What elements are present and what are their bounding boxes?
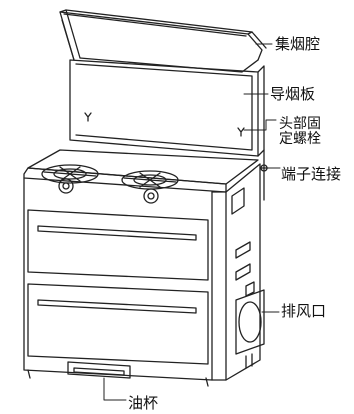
- knob-left-icon: [58, 178, 74, 194]
- head-screw-left-icon: [84, 112, 92, 122]
- head-screw-label-line1: 头部固: [279, 116, 321, 132]
- smoke-guide-label: 导烟板: [270, 85, 316, 103]
- smoke-guide-plate: [69, 59, 265, 157]
- head-screw-label-line2: 定螺栓: [279, 131, 321, 147]
- exhaust-port: [235, 289, 265, 369]
- oil-cup: [67, 361, 131, 379]
- fume-collector-label: 集烟腔: [275, 35, 321, 53]
- cooktop: [23, 149, 259, 193]
- exhaust-port-label: 排风口: [281, 302, 327, 320]
- head-screw-label: 头部固 定螺栓: [279, 117, 321, 147]
- head-screw-right-icon: [237, 127, 245, 137]
- leader-lines: [103, 43, 281, 401]
- terminal-connector-icon: [259, 149, 269, 201]
- oil-cup-label: 油杯: [128, 394, 159, 412]
- cabinet-body: [23, 163, 261, 387]
- side-panel-details: [231, 187, 255, 297]
- burner-left-icon: [41, 164, 99, 184]
- lower-drawer: [27, 283, 209, 365]
- upper-drawer: [27, 209, 209, 281]
- fume-collector: [59, 9, 267, 73]
- knob-right-icon: [143, 188, 159, 204]
- terminal-label: 端子连接: [281, 165, 342, 183]
